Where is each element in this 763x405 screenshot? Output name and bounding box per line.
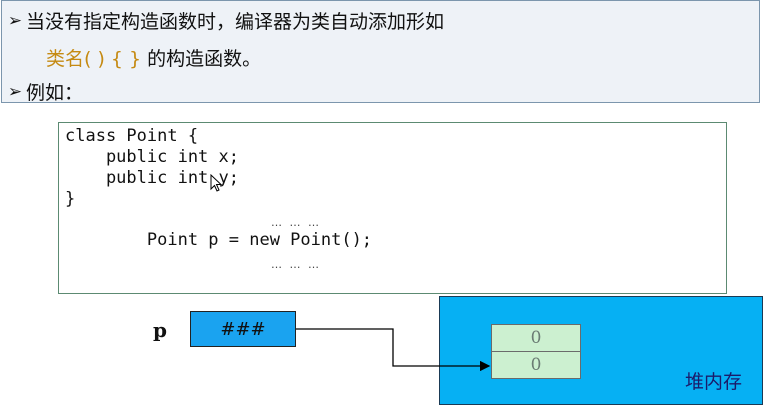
heap-memory-area: 0 0 堆内存	[439, 296, 763, 405]
constructor-form-line: 类名( ) { } 的构造函数。	[46, 44, 261, 71]
description-panel: ➢ 当没有指定构造函数时，编译器为类自动添加形如 类名( ) { } 的构造函数…	[1, 0, 760, 105]
code-line-4: }	[65, 189, 76, 209]
description-text: 当没有指定构造函数时，编译器为类自动添加形如	[26, 11, 445, 33]
code-line-1: class Point {	[65, 126, 199, 146]
bullet-arrow-icon: ➢	[7, 10, 23, 31]
reference-value: ###	[220, 318, 266, 340]
code-line-2: public int x;	[65, 147, 239, 167]
variable-name: p	[153, 318, 167, 342]
field-x-value: 0	[530, 328, 542, 348]
ellipsis-top: … … …	[271, 216, 321, 229]
field-y-value: 0	[530, 355, 542, 375]
heap-label: 堆内存	[684, 371, 742, 393]
constructor-form: 类名( ) { }	[46, 48, 142, 70]
bullet-line-2: ➢ 例如：	[2, 78, 83, 105]
reference-box: ###	[190, 311, 296, 347]
code-line-3: public int y;	[65, 168, 239, 188]
example-label: 例如：	[26, 82, 84, 104]
code-block	[58, 122, 727, 294]
ellipsis-bottom: … … …	[271, 258, 321, 271]
object-field-y: 0	[491, 351, 581, 379]
code-line-5: Point p = new Point();	[65, 230, 373, 250]
bullet-arrow-icon: ➢	[7, 81, 23, 102]
constructor-form-suffix: 的构造函数。	[141, 48, 262, 70]
object-field-x: 0	[491, 324, 581, 352]
mouse-cursor-icon	[210, 174, 222, 192]
bullet-line-1: ➢ 当没有指定构造函数时，编译器为类自动添加形如	[2, 7, 444, 34]
